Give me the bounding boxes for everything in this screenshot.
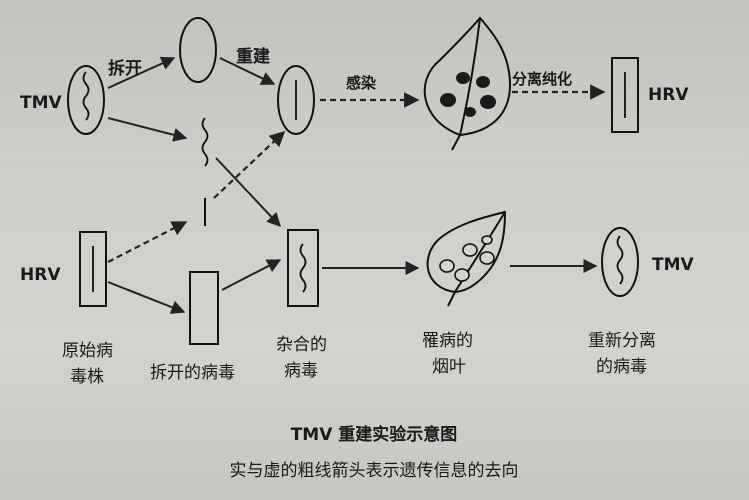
arrow-hrv-to-protein <box>107 281 186 314</box>
label-diseased-1: 罹病的 <box>422 331 473 351</box>
label-tmv-left: TMV <box>20 93 63 113</box>
label-split-virus: 拆开的病毒 <box>150 363 235 383</box>
diseased-leaf-bottom <box>426 210 507 307</box>
label-purify: 分离纯化 <box>512 70 572 88</box>
caption-subtitle: 实与虚的粗线箭头表示遗传信息的去向 <box>230 461 519 481</box>
split-tmv-rna <box>201 117 209 167</box>
arrow-protein-to-rebuilt <box>219 57 276 85</box>
label-diseased-2: 烟叶 <box>432 357 466 377</box>
label-tmv-right: TMV <box>652 255 695 275</box>
tmv-result-bottom <box>601 227 639 297</box>
label-hybrid-1: 杂合的 <box>276 335 327 355</box>
split-hrv-protein <box>189 271 219 345</box>
label-hybrid-2: 病毒 <box>284 361 318 381</box>
split-tmv-protein <box>179 17 217 83</box>
hybrid-virus <box>287 229 319 307</box>
label-original-2: 毒株 <box>70 367 104 387</box>
label-reisolated-1: 重新分离 <box>588 331 656 351</box>
arrow-split-to-protein <box>107 56 176 89</box>
arrow-tmv-to-rna <box>107 117 188 142</box>
original-hrv-virus <box>79 231 107 307</box>
hrv-result-top <box>611 57 639 133</box>
label-rebuild: 重建 <box>236 46 270 67</box>
label-hrv-left: HRV <box>20 265 61 285</box>
arrow-rna-to-rebuilt <box>213 130 286 199</box>
label-infect: 感染 <box>346 74 377 92</box>
original-tmv-virus <box>67 65 105 135</box>
rebuilt-virus <box>277 65 315 135</box>
label-original-1: 原始病 <box>62 341 113 361</box>
arrow-rna-to-hybrid <box>215 157 281 228</box>
arrow-hrv-to-rna <box>107 221 188 263</box>
label-hrv-right: HRV <box>648 85 689 105</box>
label-reisolated-2: 的病毒 <box>596 357 647 377</box>
infected-leaf-top <box>423 16 512 151</box>
caption-title: TMV 重建实验示意图 <box>291 424 458 445</box>
arrow-protein-to-hybrid <box>221 259 282 291</box>
label-split: 拆开 <box>108 58 142 79</box>
